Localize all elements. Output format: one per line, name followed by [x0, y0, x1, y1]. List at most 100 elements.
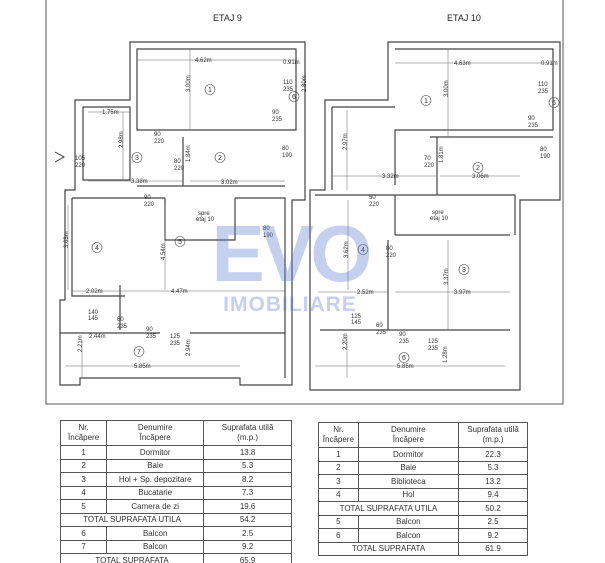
table-cell: Biblioteca — [357, 474, 460, 489]
table-cell: 4 — [318, 487, 359, 502]
dimension-label: 110 — [283, 80, 293, 86]
dimension-label: 140 — [88, 310, 99, 316]
column-header: Nr. Încăpere — [318, 422, 359, 448]
dimension-label: etaj 10 — [196, 217, 215, 223]
dimension-label: 3.02m — [221, 180, 238, 186]
dimension-label: 235 — [170, 341, 181, 347]
total-util-label: TOTAL SUPRAFATA UTILA — [317, 501, 460, 516]
dimension-label: 220 — [174, 166, 185, 172]
table-cell: 7.3 — [203, 485, 292, 500]
dimension-label: 4.47m — [171, 289, 188, 295]
dimension-label: 2.98m — [119, 131, 125, 148]
dimension-label: 1.28m — [443, 346, 449, 363]
table-cell: 13.2 — [458, 474, 528, 489]
table-cell: Hol + Sp. depozitare — [106, 472, 205, 487]
table-cell: 13.8 — [203, 445, 292, 460]
room-number: 6 — [402, 355, 406, 362]
dimension-label: 3.00m — [444, 80, 450, 97]
dimension-label: 80 — [282, 146, 289, 152]
dimension-label: 125 — [170, 334, 181, 340]
room-number-circle — [472, 162, 484, 173]
dimension-label: 90 — [272, 110, 279, 116]
table-cell: 3 — [59, 472, 108, 487]
dimension-label: spre — [198, 211, 210, 217]
total-label: TOTAL SUPRAFATA — [59, 553, 205, 563]
column-header: Denumire Încăpere — [357, 422, 460, 448]
entrance-arrow-icon — [54, 151, 66, 163]
dimension-label: 0.91m — [541, 61, 558, 67]
dimension-label: 1.81m — [439, 146, 445, 163]
dimension-label: 60 — [376, 323, 383, 329]
dimension-label: 145 — [351, 320, 362, 326]
room-number-circle — [214, 152, 226, 163]
dimension-label: 110 — [538, 82, 548, 88]
table-cell: 4 — [59, 485, 108, 500]
dimension-label: spre — [432, 210, 444, 216]
table-cell: 9.2 — [203, 539, 292, 554]
dimension-label: 235 — [399, 339, 410, 345]
dimension-label: 235 — [428, 346, 439, 352]
dimension-label: 3.62m — [344, 241, 350, 258]
room-number-circle — [398, 352, 410, 363]
table-cell: Bucatarie — [106, 485, 205, 500]
table-cell: Baie — [357, 460, 460, 475]
table-cell: Balcon — [106, 539, 205, 554]
total-label: TOTAL SUPRAFATA — [317, 541, 460, 556]
room-number: 5 — [552, 100, 556, 107]
column-header: Denumire Încăpere — [106, 420, 205, 446]
dimension-label: 2.97m — [343, 133, 349, 150]
dimension-label: 60 — [117, 317, 124, 323]
total-util-value: 54.2 — [203, 512, 292, 527]
room-number: 3 — [462, 267, 466, 274]
dimension-label: 90 — [399, 332, 406, 338]
dimension-label: 2.20m — [343, 333, 349, 350]
dimension-label: 80 — [386, 246, 393, 252]
dimension-label: 220 — [386, 253, 397, 259]
table-cell: Baie — [106, 458, 205, 473]
dimension-label: 190 — [263, 233, 274, 239]
total-value: 61.9 — [458, 541, 528, 556]
table-cell: 5.3 — [203, 458, 292, 473]
room-number-circle — [357, 244, 369, 255]
dimension-label: 235 — [538, 89, 549, 95]
dimension-label: 2.02m — [86, 289, 103, 295]
dimension-label: 4.62m — [195, 58, 212, 64]
dimension-label: 90 — [144, 195, 151, 201]
dimension-label: 235 — [146, 334, 157, 340]
dimension-label: 70 — [424, 156, 431, 162]
table-cell: Hol — [357, 487, 460, 502]
column-header: Suprafata utilă (m.p.) — [203, 420, 292, 446]
table-cell: 2 — [318, 460, 359, 475]
table-cell: 8.2 — [203, 472, 292, 487]
etaj9-plan — [54, 41, 306, 386]
room-number-circle — [131, 152, 143, 163]
table-cell: Balcon — [357, 514, 460, 529]
dimension-label: 1.75m — [102, 110, 119, 116]
dimension-label: 220 — [144, 202, 155, 208]
total-value: 65.9 — [203, 553, 292, 563]
dimension-label: 4.63m — [454, 61, 471, 67]
dimension-label: 4.54m — [161, 243, 167, 260]
dimension-label: 50 — [369, 195, 376, 201]
dimension-label: 235 — [528, 123, 539, 129]
room-number: 2 — [476, 165, 480, 172]
dimension-label: 80 — [540, 147, 547, 153]
dimension-label: 90 — [154, 132, 161, 138]
dimension-label: 5.85m — [397, 364, 414, 370]
table-cell: Dormitor — [357, 447, 460, 462]
room-number-circle — [548, 97, 560, 108]
